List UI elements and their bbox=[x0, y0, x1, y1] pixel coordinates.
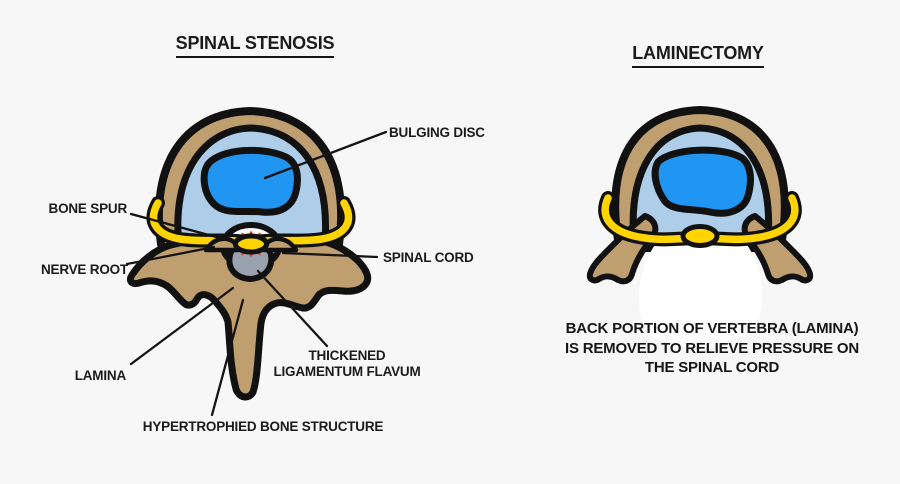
stenosis-shapes bbox=[126, 107, 372, 401]
right-panel-title-text: LAMINECTOMY bbox=[632, 43, 764, 68]
caption-line-1: BACK PORTION OF VERTEBRA (LAMINA) bbox=[565, 320, 859, 337]
laminectomy-vertebra-illustration bbox=[586, 106, 814, 347]
right-panel-title: LAMINECTOMY bbox=[573, 43, 823, 68]
label-spinal-cord: SPINAL CORD bbox=[383, 250, 474, 265]
left-panel-title-text: SPINAL STENOSIS bbox=[175, 33, 335, 58]
caption-line-2: IS REMOVED TO RELIEVE PRESSURE ON bbox=[564, 339, 859, 357]
leader-lamina bbox=[129, 286, 235, 366]
disc-nucleus-shape bbox=[651, 146, 754, 217]
spinal-cord-shape bbox=[233, 233, 269, 255]
hypertrophied-bone-shape bbox=[126, 233, 372, 401]
removed-lamina-area bbox=[638, 238, 763, 347]
spinal-cord-shape bbox=[680, 224, 720, 248]
label-bulging-disc: BULGING DISC bbox=[389, 125, 485, 140]
label-bone-spur: BONE SPUR bbox=[48, 201, 128, 216]
stenosis-vertebra-illustration bbox=[125, 107, 388, 417]
leader-thickened-lf bbox=[256, 269, 329, 348]
stenosis-leader-lines bbox=[125, 130, 388, 417]
leader-spinal-cord bbox=[281, 251, 379, 259]
label-nerve-root: NERVE ROOT bbox=[40, 262, 128, 277]
label-lamina: LAMINA bbox=[74, 368, 126, 383]
label-thickened-ligamentum-flavum: THICKENED LIGAMENTUM FLAVUM bbox=[257, 348, 437, 380]
label-thickened-line2: LIGAMENTUM FLAVUM bbox=[273, 364, 421, 379]
laminectomy-shapes bbox=[586, 106, 814, 347]
leader-bone-spur bbox=[129, 212, 233, 243]
left-panel-title: SPINAL STENOSIS bbox=[130, 33, 380, 58]
leader-hypertrophied bbox=[210, 298, 245, 417]
caption-line-3: THE SPINAL CORD bbox=[644, 359, 780, 376]
label-hypertrophied-bone-structure: HYPERTROPHIED BONE STRUCTURE bbox=[142, 419, 384, 434]
leader-bulging-disc bbox=[263, 130, 388, 180]
disc-nucleus-shape bbox=[200, 146, 301, 216]
label-thickened-line1: THICKENED bbox=[308, 348, 386, 363]
laminectomy-caption: BACK PORTION OF VERTEBRA (LAMINA) IS REM… bbox=[558, 319, 866, 378]
leader-nerve-root bbox=[125, 245, 216, 266]
